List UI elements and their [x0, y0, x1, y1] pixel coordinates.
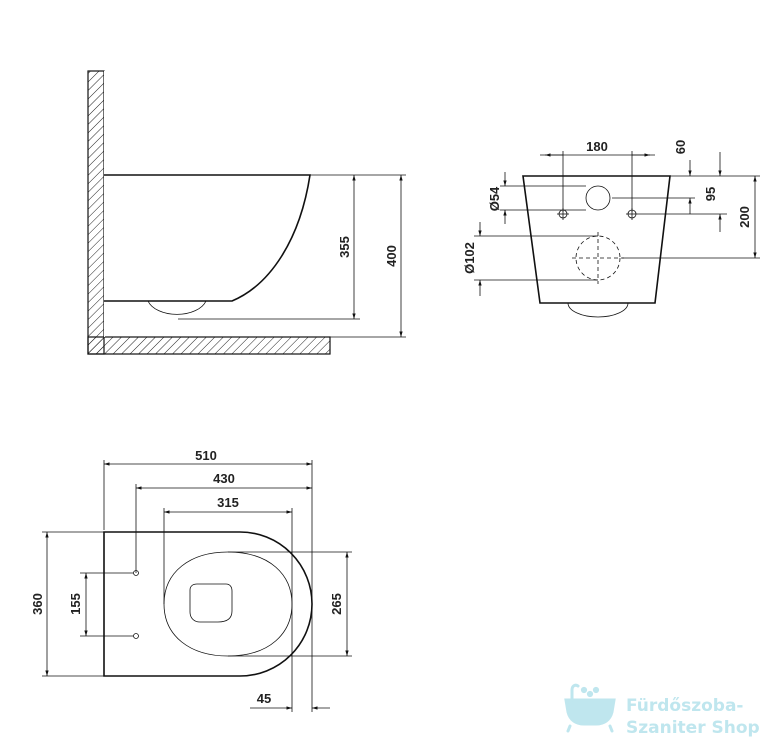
front-outline: [522, 175, 671, 304]
front-view: 180 60 95 200 Ø54 Ø102: [462, 139, 760, 318]
watermark: Fürdőszoba- Szaniter Shop: [564, 683, 760, 738]
dim-102: Ø102: [462, 242, 477, 274]
dim-430: 430: [213, 471, 235, 486]
watermark-line1: Fürdőszoba-: [626, 696, 744, 716]
side-view: 355 400: [87, 70, 406, 355]
bowl-outlet: [147, 300, 207, 315]
top-view: 510 430 315 360 155 265 45: [30, 448, 352, 712]
dim-60: 60: [673, 140, 688, 154]
dim-155: 155: [68, 593, 83, 615]
dim-360: 360: [30, 593, 45, 615]
dim-510: 510: [195, 448, 217, 463]
dim-45: 45: [257, 691, 271, 706]
front-outlet: [567, 302, 629, 318]
bowl-opening: [189, 583, 233, 623]
dim-180: 180: [586, 139, 608, 154]
dim-400: 400: [384, 245, 399, 267]
dim-265: 265: [329, 593, 344, 615]
dim-200: 200: [737, 206, 752, 228]
floor-hatch: [87, 336, 331, 355]
rim-oval: [163, 551, 293, 657]
wall-hatch: [87, 70, 105, 355]
inlet-circle: [585, 185, 611, 211]
bowl-profile: [104, 174, 311, 302]
dim-355: 355: [337, 236, 352, 258]
dim-95: 95: [703, 187, 718, 201]
outlet-circle: [575, 235, 621, 281]
bathtub-icon: [564, 683, 616, 733]
dim-54: Ø54: [487, 186, 502, 211]
watermark-line2: Szaniter Shop: [626, 718, 760, 738]
dim-315: 315: [217, 495, 239, 510]
